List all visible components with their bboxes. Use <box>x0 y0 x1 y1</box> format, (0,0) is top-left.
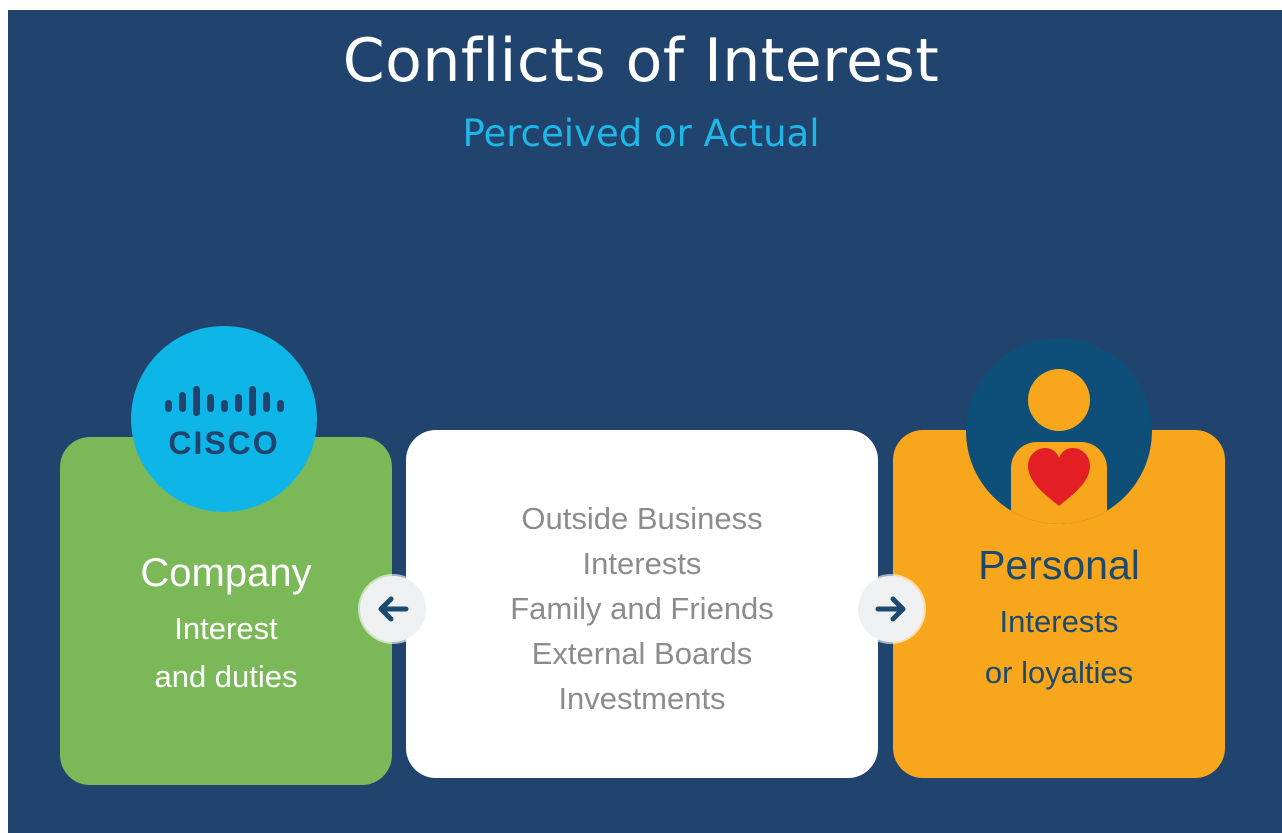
examples-list: Outside Business Interests Family and Fr… <box>406 496 878 721</box>
list-item: Interests <box>582 546 702 581</box>
company-line-1: Interest <box>174 611 278 646</box>
cisco-bars-icon <box>165 386 284 416</box>
personal-heading: Personal <box>978 542 1140 588</box>
slide-title: Conflicts of Interest <box>342 26 940 96</box>
slide-subtitle: Perceived or Actual <box>462 112 820 155</box>
list-item: Family and Friends <box>510 591 774 626</box>
list-item: Investments <box>558 681 726 716</box>
cisco-wordmark: CISCO <box>168 425 280 461</box>
personal-line-1: Interests <box>999 604 1119 639</box>
company-heading: Company <box>140 551 312 595</box>
arrow-right-icon <box>858 576 924 642</box>
personal-line-2: or loyalties <box>984 655 1134 690</box>
company-line-2: and duties <box>154 659 298 694</box>
examples-card <box>406 430 878 778</box>
person-heart-icon <box>966 338 1152 524</box>
list-item: Outside Business <box>521 501 763 536</box>
arrow-left-icon <box>360 576 426 642</box>
list-item: External Boards <box>531 636 753 671</box>
cisco-logo <box>131 326 317 512</box>
